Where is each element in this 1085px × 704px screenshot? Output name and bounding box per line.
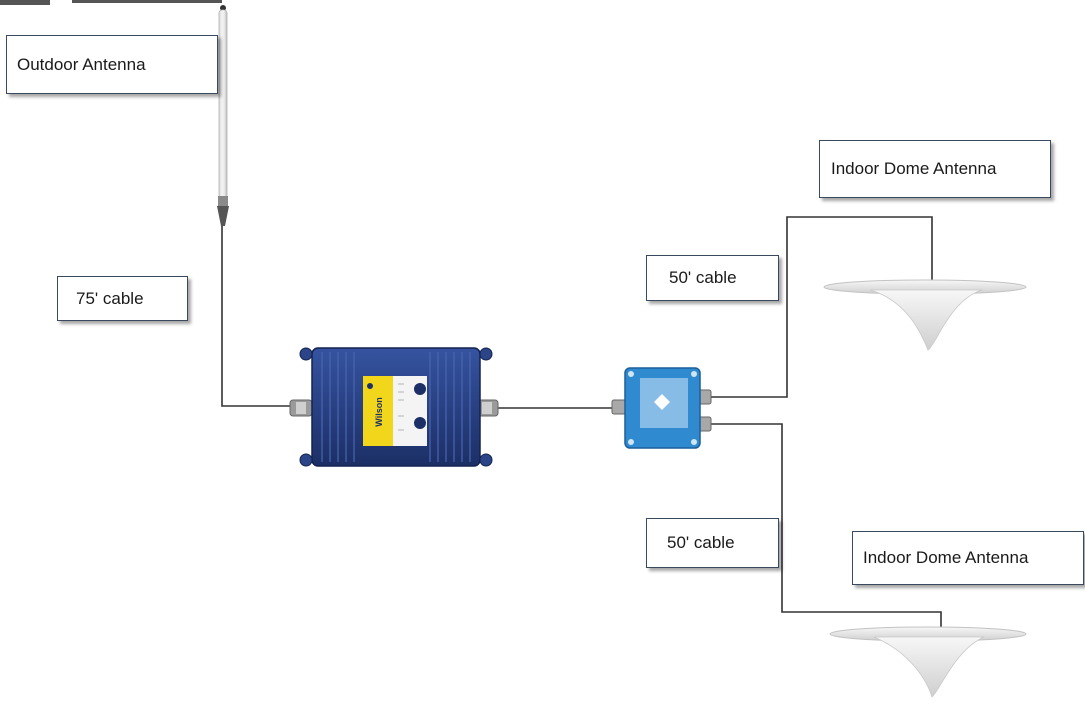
indoor-dome-antenna-label-1: Indoor Dome Antenna [819,140,1051,198]
cable-75-label: 75' cable [57,276,188,321]
edge-artifact [0,0,50,5]
dome-antenna-1 [823,279,1027,351]
cable-50-bottom-line [707,423,942,630]
cables [221,216,942,630]
outdoor-antenna [217,5,229,226]
splitter [611,367,712,449]
cable-75-line [221,225,296,407]
cable-50-top-line [707,216,933,398]
cable-50-top-label: 50' cable [646,255,779,301]
cable-50-bottom-label: 50' cable [646,518,779,568]
amplifier-dial-bottom [414,417,426,429]
outdoor-antenna-label: Outdoor Antenna [6,35,218,94]
amplifier-brand-text: Wilson [374,397,384,426]
indoor-dome-antenna-label-2: Indoor Dome Antenna [852,531,1084,585]
edge-artifact [72,0,222,3]
dome-antenna-2 [829,626,1027,698]
amplifier-dial-top [414,383,426,395]
amplifier: Wilson [289,347,499,467]
